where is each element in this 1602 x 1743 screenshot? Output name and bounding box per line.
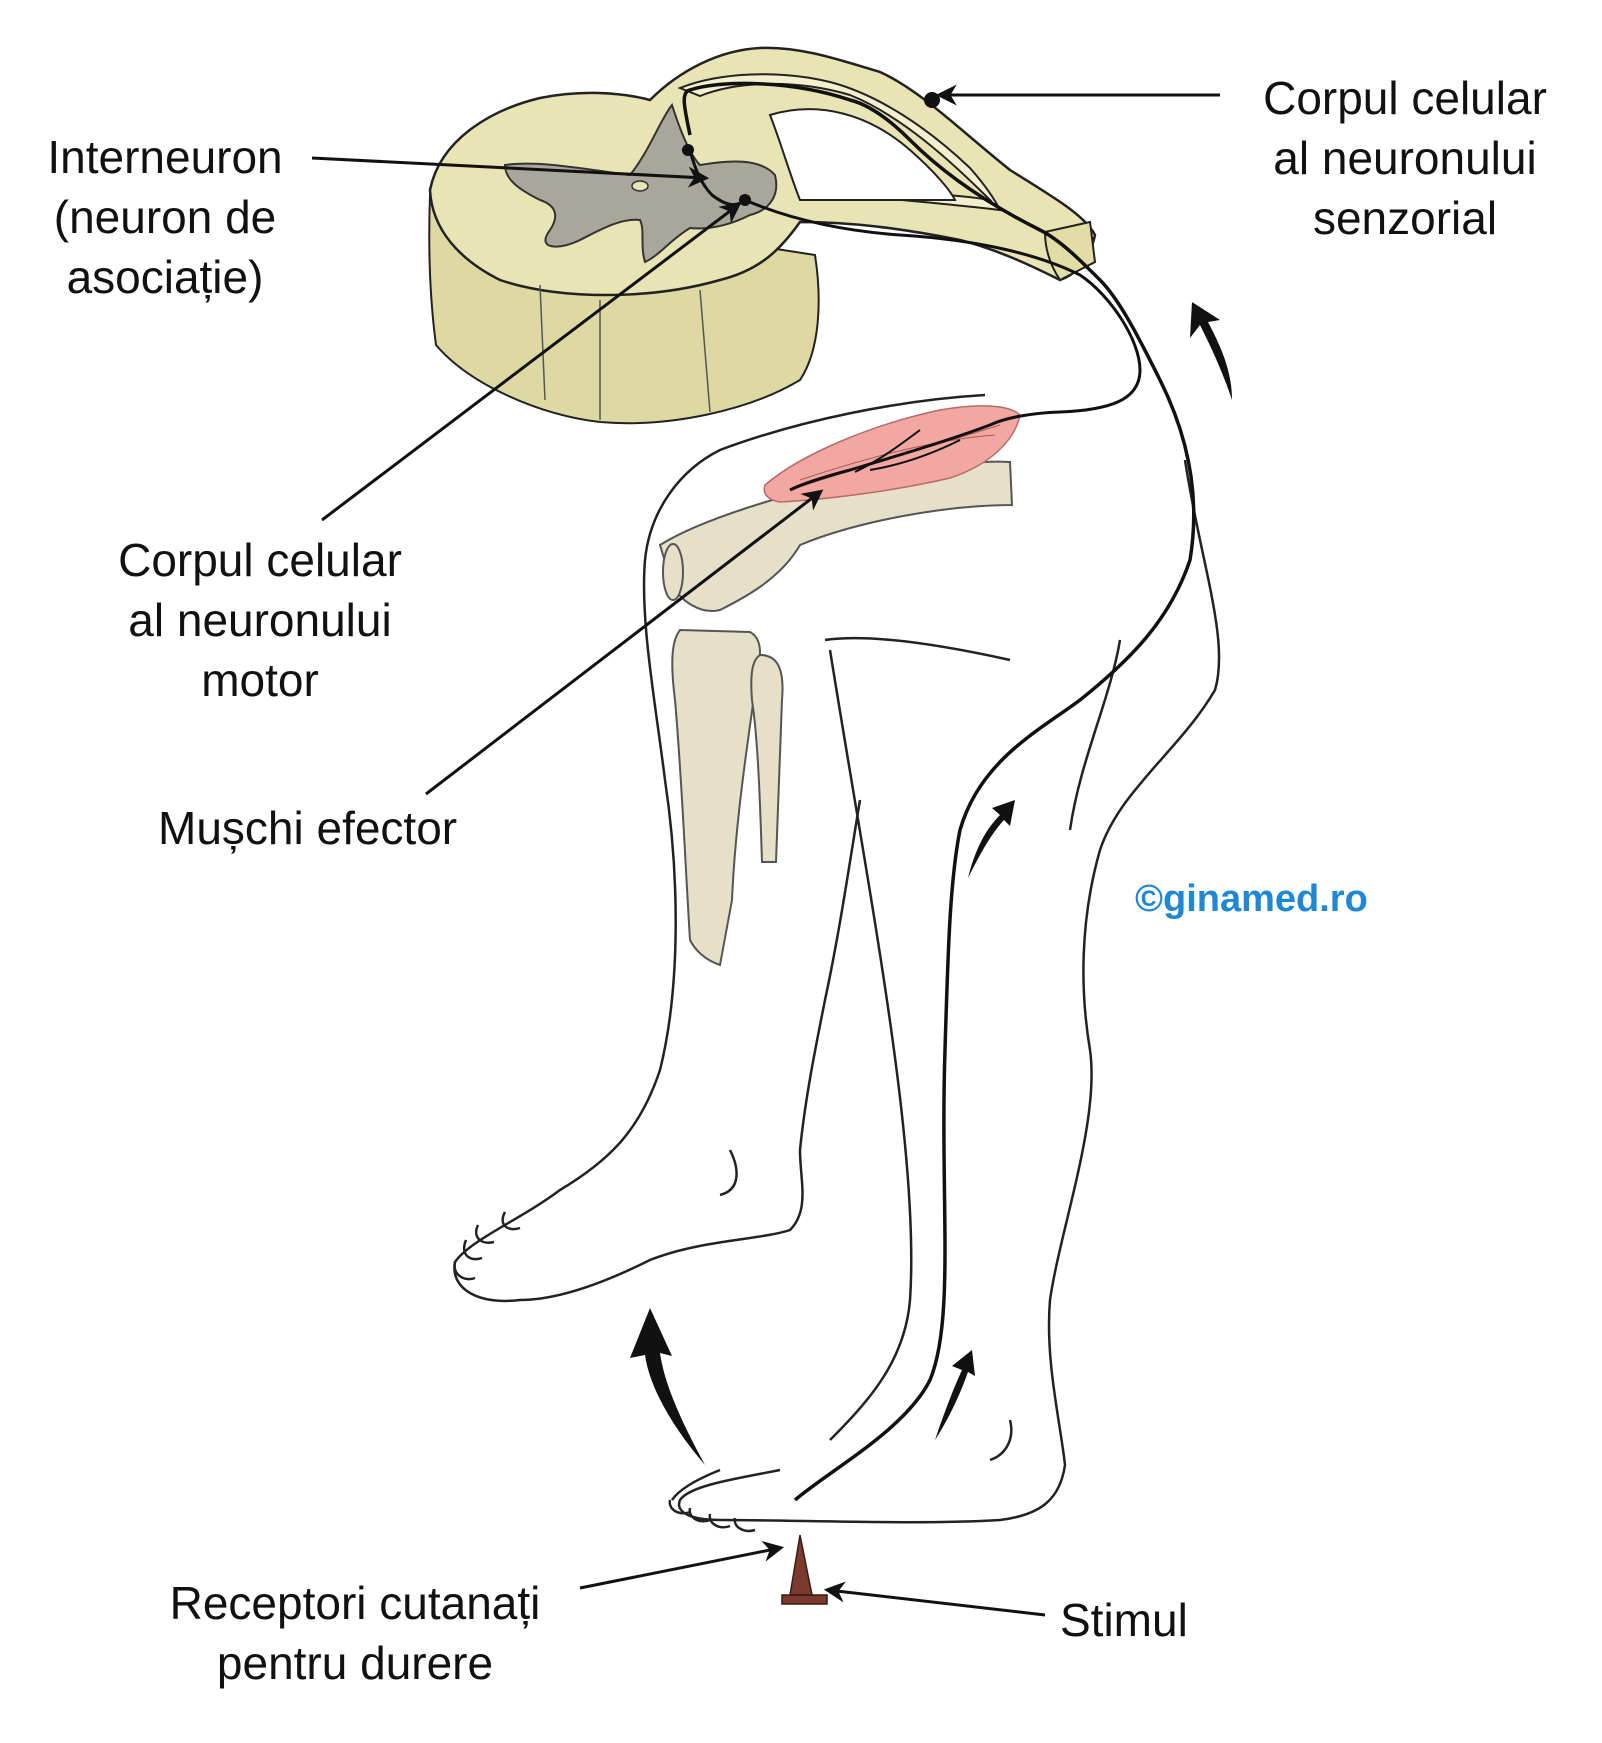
label-line: Mușchi efector: [158, 802, 458, 854]
label-line: Corpul celular: [1263, 72, 1547, 124]
label-line: Interneuron: [47, 131, 283, 183]
stimulus-pin: [781, 1534, 828, 1605]
sensory-neuron-body: [924, 92, 940, 108]
interneuron-body: [682, 144, 694, 156]
label-interneuron: Interneuron (neuron de asociație): [15, 127, 315, 307]
leader-receptors: [579, 1540, 785, 1590]
label-line: (neuron de: [53, 191, 277, 243]
label-sensory-neuron-body: Corpul celular al neuronului senzorial: [1225, 68, 1585, 248]
direction-arrows: [630, 302, 1232, 1465]
label-effector-muscle: Mușchi efector: [158, 798, 457, 858]
label-pain-receptors: Receptori cutanați pentru durere: [135, 1573, 575, 1693]
leader-lines: [311, 84, 1220, 1617]
motor-neuron-body: [739, 194, 751, 206]
legs: [453, 393, 1221, 1533]
leg-bones: [658, 460, 1014, 967]
label-line: pentru durere: [216, 1637, 494, 1689]
leader-effector: [425, 489, 824, 796]
leader-stimulus: [823, 1581, 1046, 1617]
spinal-cord: [428, 46, 1097, 425]
neural-pathway: [682, 81, 1196, 1502]
leader-interneuron: [311, 156, 710, 188]
label-line: al neuronului: [1273, 132, 1537, 184]
label-line: asociație): [66, 251, 264, 303]
leader-motor-body: [321, 202, 742, 522]
label-line: Corpul celular: [118, 534, 402, 586]
label-line: senzorial: [1312, 192, 1498, 244]
label-stimulus: Stimul: [1060, 1590, 1188, 1650]
label-line: motor: [201, 654, 319, 706]
label-line: al neuronului: [128, 594, 392, 646]
label-motor-neuron-body: Corpul celular al neuronului motor: [85, 530, 435, 710]
label-line: Stimul: [1060, 1594, 1188, 1646]
label-line: Receptori cutanați: [169, 1577, 541, 1629]
watermark: ©ginamed.ro: [1135, 878, 1368, 920]
